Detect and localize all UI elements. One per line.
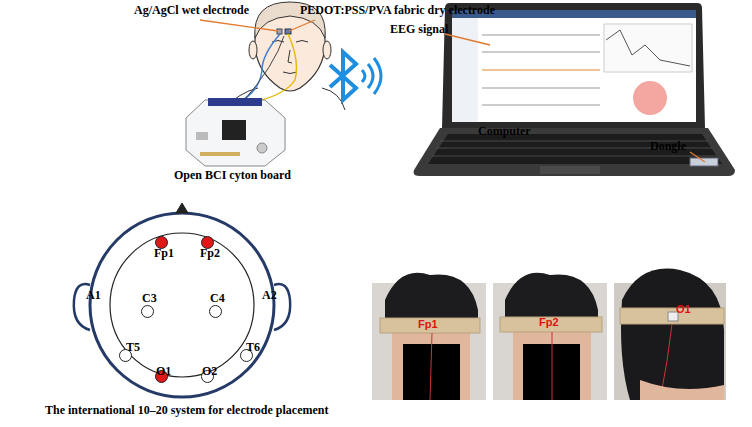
part-label: Ag/AgCl wet electrode [134, 4, 249, 17]
board [186, 98, 285, 166]
electrode-site: C3 [141, 305, 154, 318]
electrode-label: Fp1 [418, 318, 438, 331]
part-label: Open BCI cyton board [174, 169, 291, 182]
bluetooth-symbol [330, 52, 381, 100]
wire [241, 36, 284, 104]
electrode-label: C4 [210, 292, 225, 304]
electrode-site: T6 [240, 349, 253, 362]
electrode-label: Fp2 [539, 316, 559, 329]
leader-line [289, 20, 315, 31]
photo [372, 273, 486, 400]
electrode-site: T5 [119, 349, 132, 362]
electrode-label: A1 [86, 289, 101, 302]
caption-text: The international 10–20 system for elect… [45, 404, 329, 417]
part-label: Dongle [650, 140, 686, 153]
electrode-label: Fp1 [154, 247, 174, 259]
electrode-site: Fp2 [201, 236, 214, 249]
electrode-label: O2 [202, 365, 217, 377]
part-label: Computer [478, 125, 531, 138]
electrode-label: T6 [246, 341, 260, 353]
leader-line [690, 152, 705, 162]
electrode-site: O1 [155, 370, 168, 383]
wire [246, 34, 296, 104]
electrode-label: A2 [262, 289, 277, 302]
electrode-label: O1 [676, 303, 691, 316]
head-map [74, 203, 290, 397]
laptop [414, 3, 735, 176]
head-drawing [222, 2, 345, 110]
leader-line [200, 20, 278, 31]
leader-line [445, 34, 490, 45]
photo [614, 269, 726, 400]
electrode-site: C4 [209, 305, 222, 318]
electrode-label: C3 [142, 292, 157, 304]
photo [493, 273, 607, 400]
part-label: PEDOT:PSS/PVA fabric dry electrode [300, 4, 495, 17]
electrode-label: T5 [126, 341, 140, 353]
electrode-label: O1 [156, 365, 171, 377]
electrode-site: O2 [201, 370, 214, 383]
electrode-site: Fp1 [155, 236, 168, 249]
wire [236, 34, 280, 104]
electrode-label: Fp2 [200, 247, 220, 259]
part-label: EEG signal [390, 23, 448, 36]
